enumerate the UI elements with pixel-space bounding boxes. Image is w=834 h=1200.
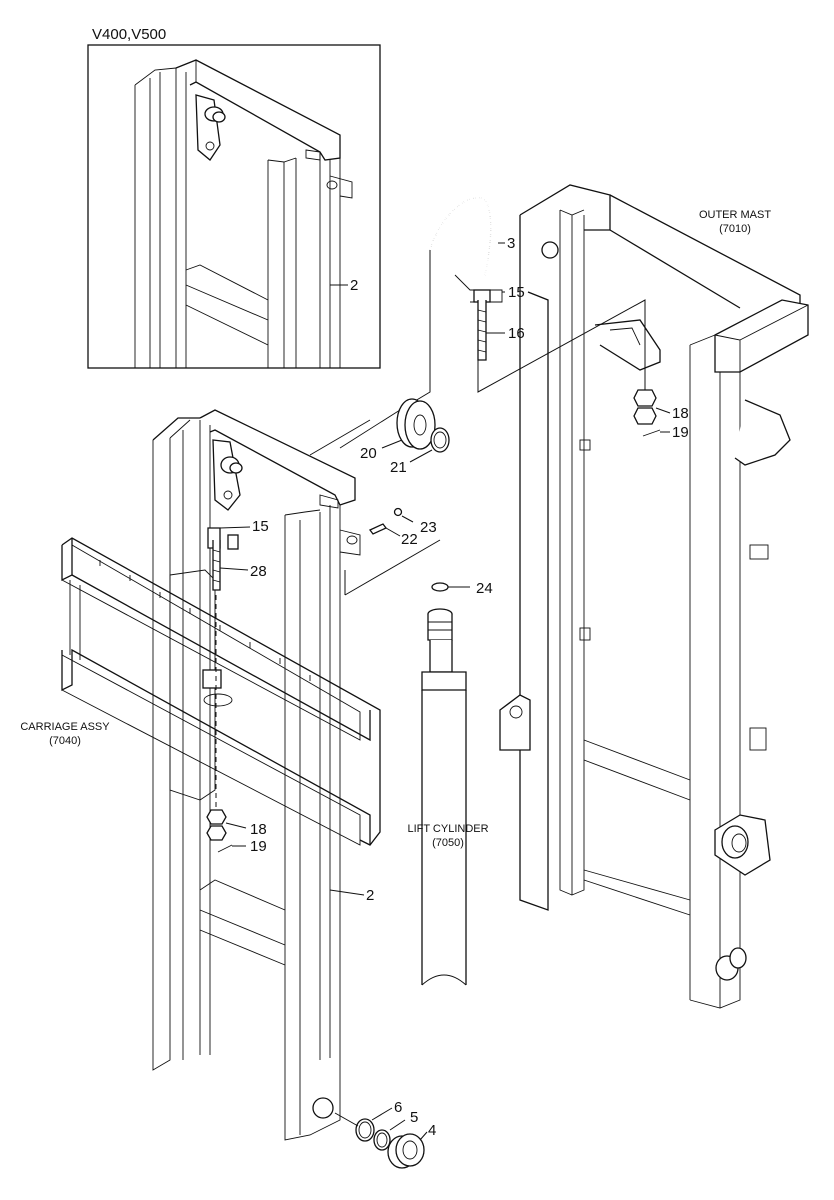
callout-20: 20 (360, 445, 377, 462)
callout-6: 6 (394, 1099, 402, 1116)
inner-mast (152, 409, 361, 1141)
anchor-guide-line (477, 299, 646, 393)
callout-19-right: 19 (672, 424, 689, 441)
carriage-assy: CARRIAGE ASSY (7040) (20, 537, 381, 846)
callout-2-main: 2 (366, 887, 374, 904)
outer-mast-label: OUTER MAST (699, 209, 771, 221)
callout-5: 5 (410, 1109, 418, 1126)
bolt-22-23 (344, 507, 441, 596)
outer-mast: OUTER MAST (7010) (499, 184, 809, 1009)
callout-22: 22 (401, 531, 418, 548)
callout-15-left: 15 (252, 518, 269, 535)
carriage-label: CARRIAGE ASSY (20, 721, 110, 733)
callout-2-inset: 2 (350, 277, 358, 294)
bottom-roller-set (329, 889, 428, 1169)
inset-frame (87, 44, 381, 369)
callout-3: 3 (507, 235, 515, 252)
inset-title: V400,V500 (92, 26, 166, 43)
callout-23: 23 (420, 519, 437, 536)
lift-cylinder-label: LIFT CYLINDER (407, 823, 488, 835)
lift-chain (428, 196, 505, 276)
callout-24: 24 (476, 580, 493, 597)
chain-anchor-carriage (206, 526, 251, 853)
lift-cylinder-code: (7050) (432, 837, 464, 849)
callout-18-right: 18 (672, 405, 689, 422)
callout-28: 28 (250, 563, 267, 580)
nuts-right (633, 389, 671, 437)
callout-15-top: 15 (508, 284, 525, 301)
chain-anchor-top (454, 274, 505, 361)
chain-sheave (309, 398, 450, 463)
callout-4: 4 (428, 1122, 436, 1139)
inset-detail-v400-v500 (87, 44, 381, 369)
callout-19-left: 19 (250, 838, 267, 855)
lift-cylinder: LIFT CYLINDER (7050) (407, 582, 489, 986)
carriage-code: (7040) (49, 735, 81, 747)
callout-21: 21 (390, 459, 407, 476)
outer-mast-code: (7010) (719, 223, 751, 235)
callout-18-left: 18 (250, 821, 267, 838)
callout-16: 16 (508, 325, 525, 342)
